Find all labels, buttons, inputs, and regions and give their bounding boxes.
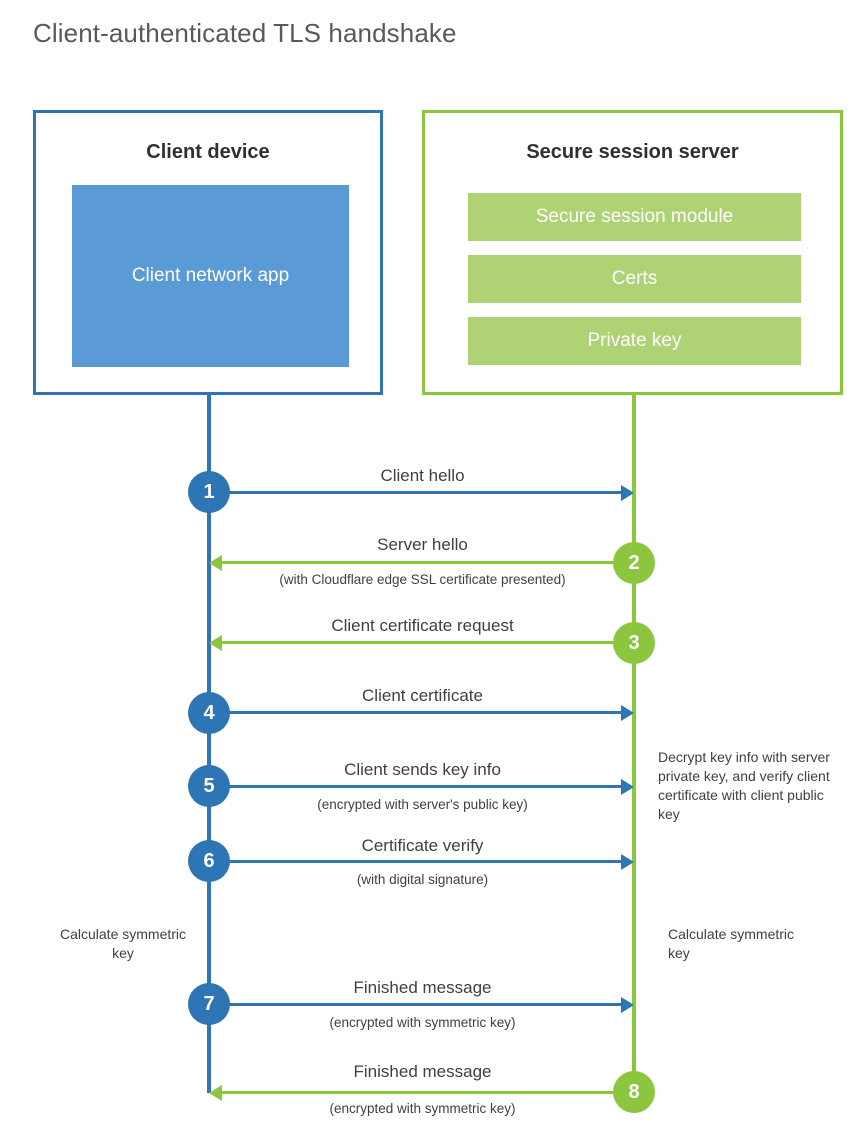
step-5-arrow-head-icon (621, 779, 634, 795)
step-2-arrow-head-icon (209, 555, 222, 571)
server-component-certs: Certs (468, 255, 801, 303)
step-6-number-badge: 6 (188, 840, 230, 882)
step-6-arrow-line (209, 860, 621, 863)
step-2-label: Server hello (377, 535, 468, 554)
server-decrypt-note: Decrypt key info with server private key… (658, 749, 830, 822)
client-calculate-symmetric-key-note: Calculate symmetric key (59, 926, 187, 961)
step-7-label: Finished message (353, 978, 492, 997)
client-lifeline (207, 395, 211, 1093)
server-component-private-key: Private key (468, 317, 801, 365)
client-network-app-block: Client network app (72, 185, 349, 367)
client-device-box: Client device Client network app (33, 110, 383, 395)
client-device-title: Client device (146, 141, 270, 163)
step-1-arrow-line (209, 491, 621, 494)
step-3-arrow-line (222, 641, 634, 644)
server-calculate-symmetric-key-note: Calculate symmetric key (668, 926, 795, 961)
step-8-label: Finished message (353, 1062, 492, 1081)
step-3-label: Client certificate request (331, 616, 514, 635)
page-title: Client-authenticated TLS handshake (33, 18, 457, 48)
step-2-sublabel: (with Cloudflare edge SSL certificate pr… (279, 572, 566, 587)
step-3-number-badge: 3 (613, 622, 655, 664)
step-4-arrow-head-icon (621, 705, 634, 721)
step-8-arrow-head-icon (209, 1085, 222, 1101)
step-7-sublabel: (encrypted with symmetric key) (329, 1015, 516, 1030)
server-lifeline (632, 395, 636, 1093)
step-4-arrow-line (209, 711, 621, 714)
step-6-sublabel: (with digital signature) (356, 872, 489, 887)
step-8-arrow-line (222, 1091, 634, 1094)
step-3-arrow-head-icon (209, 635, 222, 651)
step-1-label: Client hello (380, 466, 465, 485)
step-6-arrow-head-icon (621, 854, 634, 870)
step-7-arrow-head-icon (621, 997, 634, 1013)
step-8-sublabel: (encrypted with symmetric key) (329, 1101, 516, 1116)
secure-session-server-title: Secure session server (526, 141, 739, 163)
step-1-number-badge: 1 (188, 471, 230, 513)
step-5-label: Client sends key info (344, 760, 501, 779)
step-2-number-badge: 2 (613, 542, 655, 584)
step-4-label: Client certificate (362, 686, 483, 705)
step-5-arrow-line (209, 785, 621, 788)
step-5-sublabel: (encrypted with server's public key) (317, 797, 528, 812)
step-5-number-badge: 5 (188, 765, 230, 807)
step-6-label: Certificate verify (361, 836, 484, 855)
server-component-secure-session-module: Secure session module (468, 193, 801, 241)
secure-session-server-box: Secure session server Secure session mod… (422, 110, 843, 395)
step-1-arrow-head-icon (621, 485, 634, 501)
step-8-number-badge: 8 (613, 1071, 655, 1113)
step-4-number-badge: 4 (188, 692, 230, 734)
step-2-arrow-line (222, 561, 634, 564)
step-7-arrow-line (209, 1003, 621, 1006)
step-7-number-badge: 7 (188, 983, 230, 1025)
